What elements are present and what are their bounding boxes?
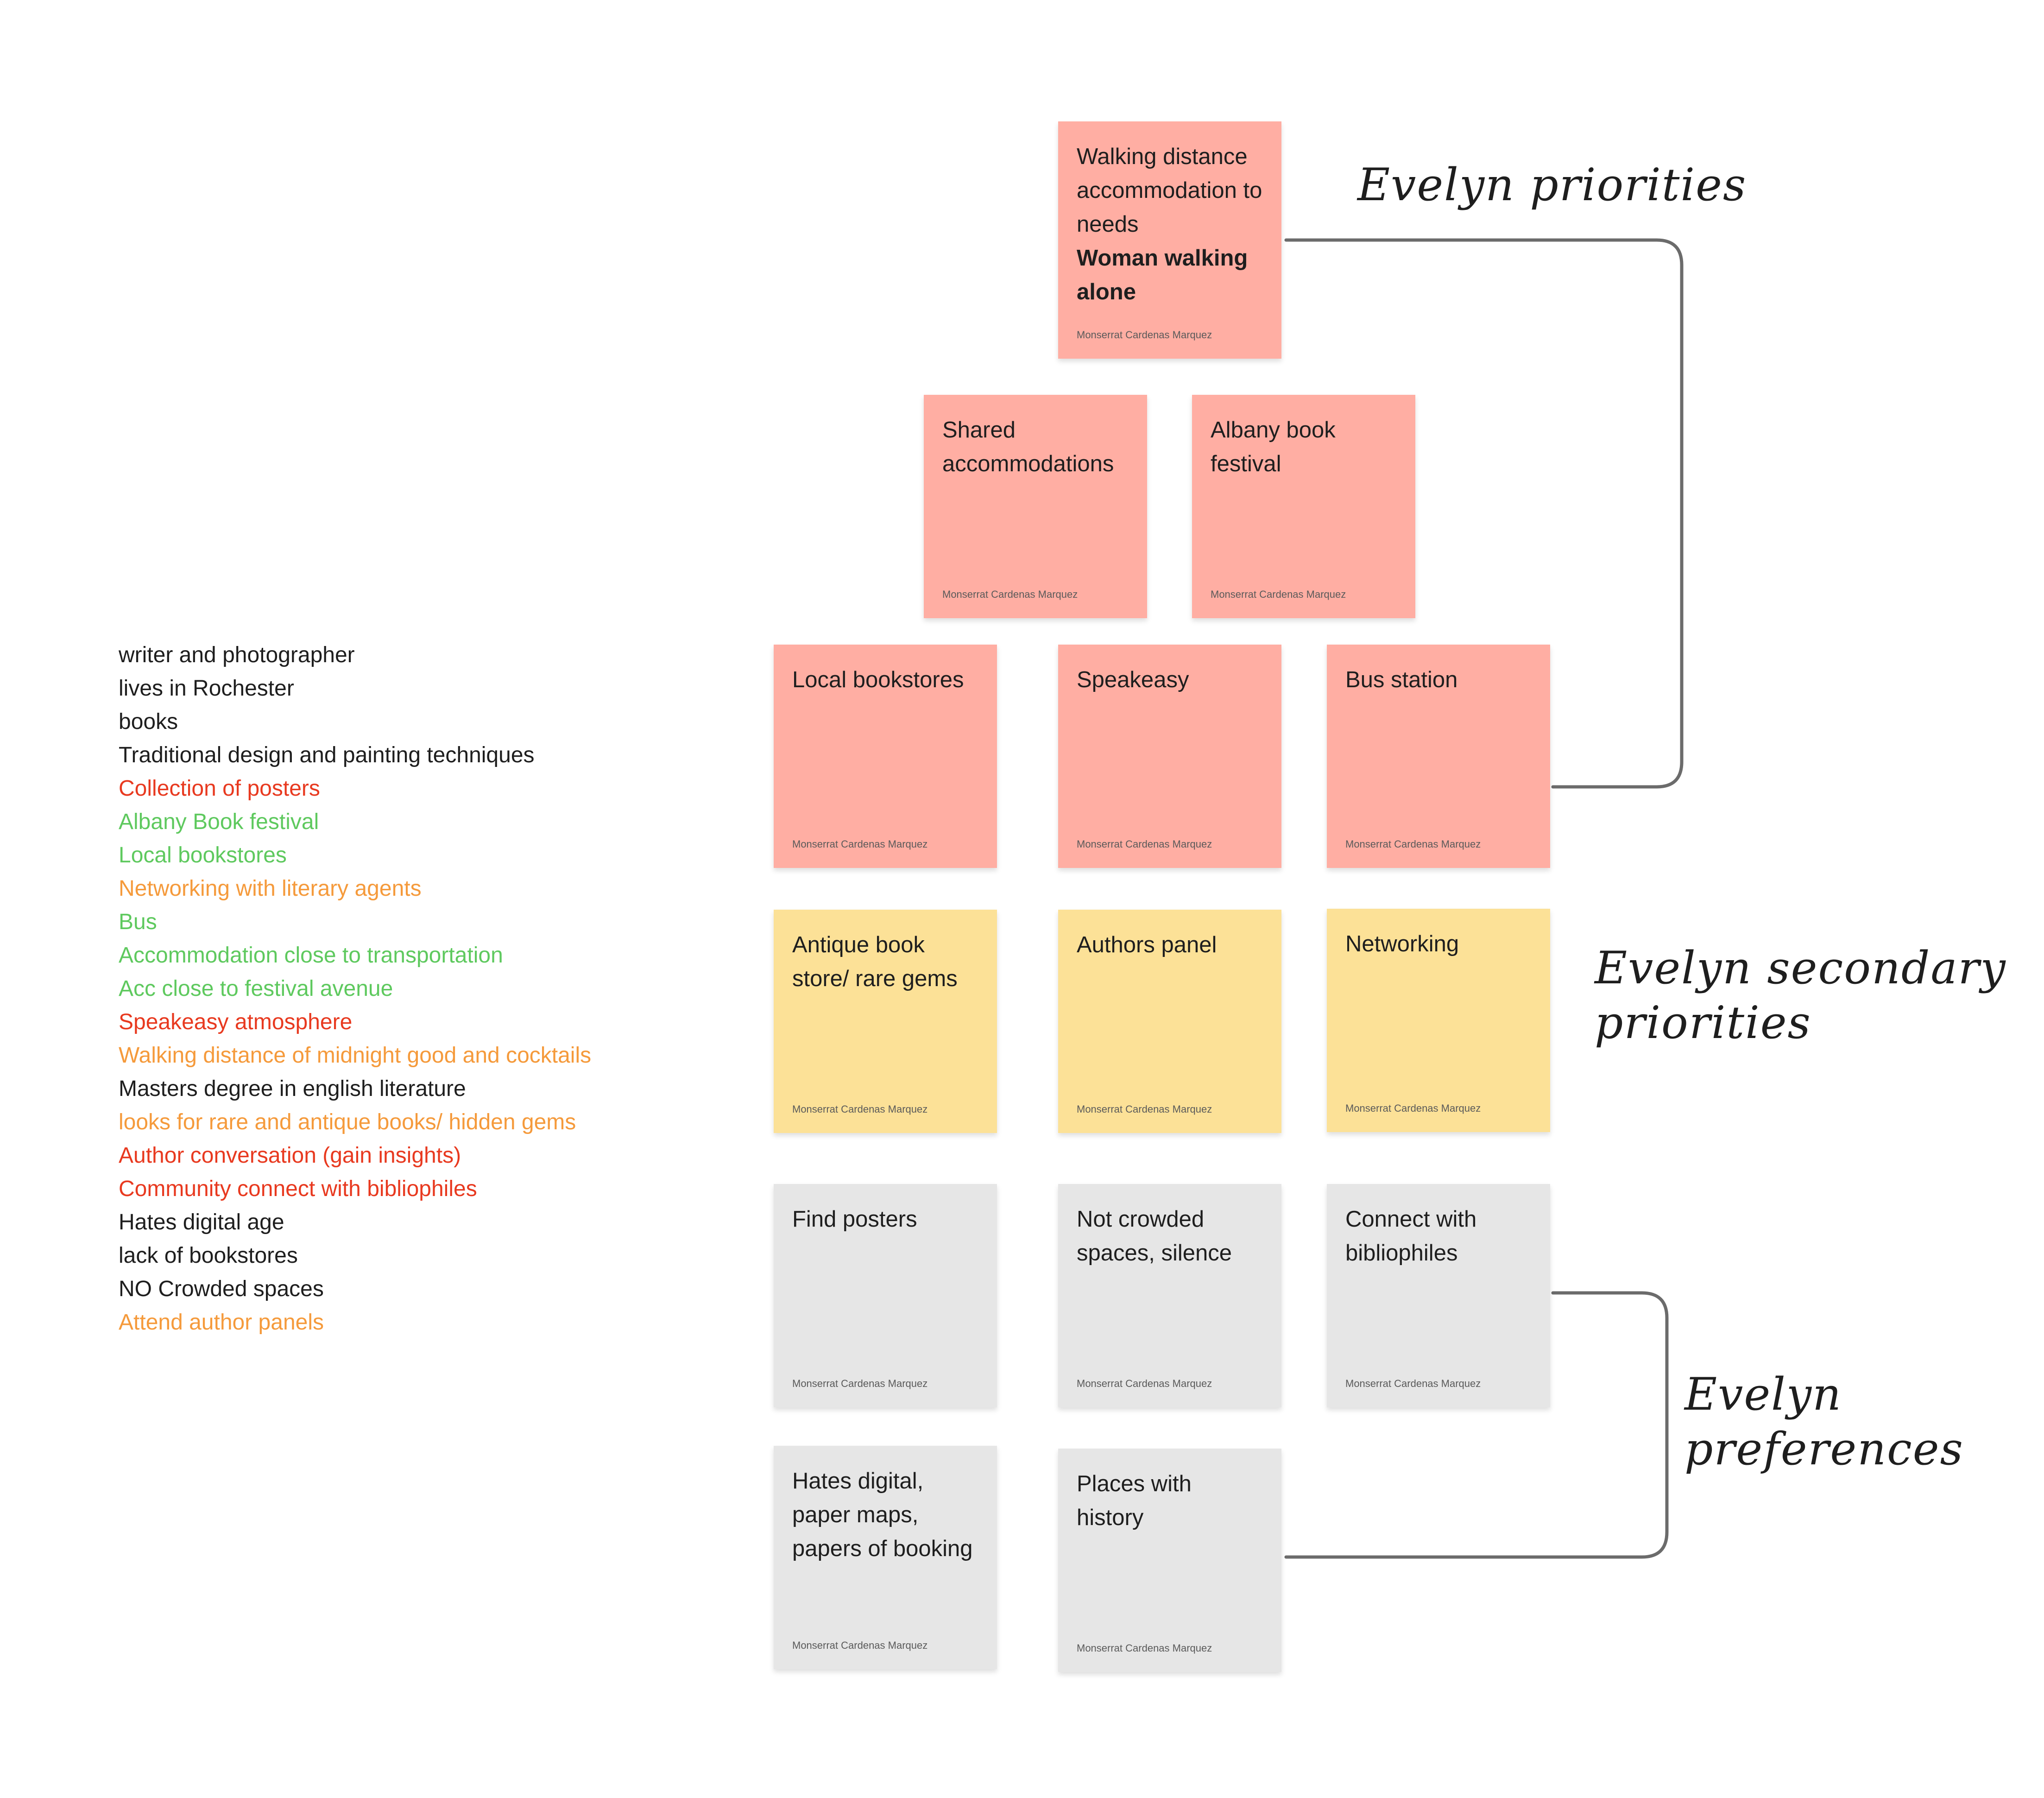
sticky-author: Monserrat Cardenas Marquez: [1345, 838, 1481, 850]
sticky-text: Walking distance accommodation to needs …: [1077, 144, 1262, 304]
sticky-authors-panel[interactable]: Authors panel Monserrat Cardenas Marquez: [1058, 910, 1281, 1133]
note-line: lives in Rochester: [119, 676, 294, 701]
note-line: Speakeasy atmosphere: [119, 1010, 353, 1034]
preferences-bracket: [1284, 1291, 1669, 1559]
sticky-author: Monserrat Cardenas Marquez: [1077, 1103, 1212, 1115]
sticky-text: Shared accommodations: [942, 418, 1114, 476]
sticky-text: Albany book festival: [1211, 418, 1336, 476]
sticky-speakeasy[interactable]: Speakeasy Monserrat Cardenas Marquez: [1058, 645, 1281, 868]
note-line: books: [119, 709, 178, 734]
note-line: Hates digital age: [119, 1210, 284, 1235]
note-line: Albany Book festival: [119, 810, 319, 834]
sticky-connect-bibliophiles[interactable]: Connect with bibliophiles Monserrat Card…: [1327, 1184, 1550, 1407]
sticky-text: Bus station: [1345, 667, 1458, 692]
sticky-author: Monserrat Cardenas Marquez: [1345, 1378, 1481, 1389]
sticky-local-bookstores[interactable]: Local bookstores Monserrat Cardenas Marq…: [774, 645, 997, 868]
note-line: Author conversation (gain insights): [119, 1143, 461, 1168]
note-line: Bus: [119, 910, 157, 934]
note-line: Accommodation close to transportation: [119, 943, 503, 968]
sticky-text: Find posters: [792, 1207, 917, 1232]
sticky-albany-book-festival[interactable]: Albany book festival Monserrat Cardenas …: [1192, 395, 1415, 618]
sticky-networking[interactable]: Networking Monserrat Cardenas Marquez: [1327, 909, 1550, 1132]
sticky-author: Monserrat Cardenas Marquez: [942, 589, 1078, 600]
sticky-antique-book-store[interactable]: Antique book store/ rare gems Monserrat …: [774, 910, 997, 1133]
sticky-text: Hates digital, paper maps, papers of boo…: [792, 1469, 973, 1561]
sticky-text: Networking: [1345, 931, 1459, 956]
label-evelyn-secondary-priorities: Evelyn secondary priorities: [1595, 941, 2006, 1050]
label-line: preferences: [1684, 1423, 1964, 1475]
sticky-walking-distance[interactable]: Walking distance accommodation to needs …: [1058, 121, 1281, 359]
note-line: lack of bookstores: [119, 1243, 298, 1268]
sticky-author: Monserrat Cardenas Marquez: [792, 1103, 928, 1115]
sticky-author: Monserrat Cardenas Marquez: [1211, 589, 1346, 600]
sticky-hates-digital[interactable]: Hates digital, paper maps, papers of boo…: [774, 1446, 997, 1669]
notes-list: writer and photographer lives in Rocheste…: [119, 639, 591, 1339]
sticky-not-crowded-spaces[interactable]: Not crowded spaces, silence Monserrat Ca…: [1058, 1184, 1281, 1407]
note-line: Local bookstores: [119, 843, 287, 867]
sticky-author: Monserrat Cardenas Marquez: [1077, 1378, 1212, 1389]
sticky-shared-accommodations[interactable]: Shared accommodations Monserrat Cardenas…: [924, 395, 1147, 618]
note-line: Masters degree in english literature: [119, 1076, 466, 1101]
sticky-text: Antique book store/ rare gems: [792, 932, 958, 991]
note-line: NO Crowded spaces: [119, 1277, 324, 1301]
sticky-text: Connect with bibliophiles: [1345, 1207, 1477, 1266]
sticky-places-history[interactable]: Places with history Monserrat Cardenas M…: [1058, 1449, 1281, 1672]
sticky-author: Monserrat Cardenas Marquez: [792, 1640, 928, 1651]
sticky-text: Speakeasy: [1077, 667, 1189, 692]
priorities-bracket: [1284, 238, 1684, 789]
sticky-text: Authors panel: [1077, 932, 1217, 957]
sticky-author: Monserrat Cardenas Marquez: [1077, 838, 1212, 850]
note-line: Walking distance of midnight good and co…: [119, 1043, 592, 1068]
note-line: writer and photographer: [119, 643, 355, 667]
note-line: Collection of posters: [119, 776, 320, 801]
note-line: Acc close to festival avenue: [119, 976, 393, 1001]
note-line: looks for rare and antique books/ hidden…: [119, 1110, 576, 1134]
sticky-author: Monserrat Cardenas Marquez: [792, 838, 928, 850]
sticky-author: Monserrat Cardenas Marquez: [1077, 1642, 1212, 1654]
sticky-author: Monserrat Cardenas Marquez: [1077, 329, 1212, 341]
sticky-text: Places with history: [1077, 1471, 1192, 1530]
sticky-text: Not crowded spaces, silence: [1077, 1207, 1232, 1266]
note-line: Attend author panels: [119, 1310, 324, 1335]
label-evelyn-preferences: Evelyn preferences: [1684, 1367, 1964, 1476]
label-line: priorities: [1595, 997, 1811, 1049]
label-evelyn-priorities: Evelyn priorities: [1357, 159, 1747, 211]
sticky-find-posters[interactable]: Find posters Monserrat Cardenas Marquez: [774, 1184, 997, 1407]
label-line: Evelyn secondary: [1595, 942, 2006, 994]
note-line: Community connect with bibliophiles: [119, 1177, 477, 1201]
sticky-bus-station[interactable]: Bus station Monserrat Cardenas Marquez: [1327, 645, 1550, 868]
sticky-author: Monserrat Cardenas Marquez: [792, 1378, 928, 1389]
note-line: Networking with literary agents: [119, 876, 422, 901]
note-line: Traditional design and painting techniqu…: [119, 743, 535, 767]
sticky-author: Monserrat Cardenas Marquez: [1345, 1102, 1481, 1114]
sticky-text: Local bookstores: [792, 667, 964, 692]
label-line: Evelyn: [1684, 1368, 1842, 1420]
